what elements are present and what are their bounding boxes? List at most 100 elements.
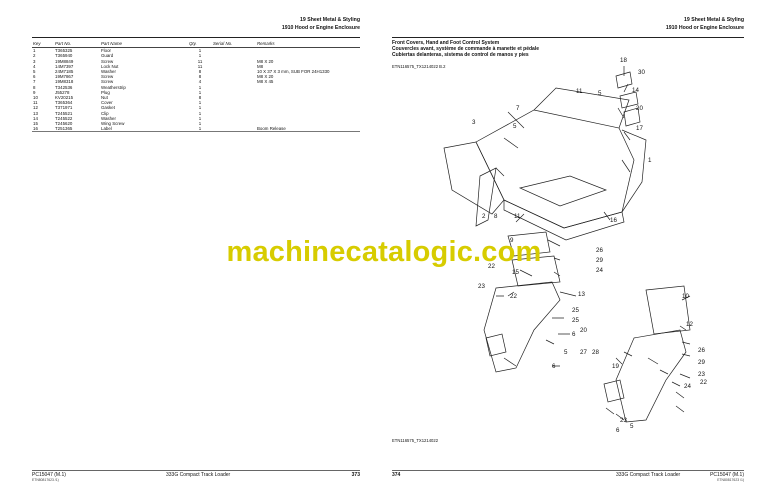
- cell-part-no: 14M7397: [55, 63, 74, 69]
- left-footer-code: PC15047 (M.1) ETN80817623 /1): [32, 472, 66, 482]
- callout-number: 24: [684, 383, 691, 390]
- cell-part-no: T365940: [55, 53, 73, 59]
- cell-key: 2: [33, 53, 36, 59]
- cover-plate-left: [511, 255, 561, 287]
- callout-number: 19: [612, 363, 619, 370]
- cell-part-no: 19M8849: [55, 58, 74, 64]
- cell-part-name: Weatherstrip: [101, 84, 126, 90]
- floor-edge: [503, 199, 625, 241]
- top-bracket: [615, 71, 633, 89]
- cell-part-no: T371971: [55, 105, 73, 111]
- cell-key: 15: [33, 121, 38, 127]
- pedal-pad-left: [485, 333, 507, 357]
- callout-number: 3: [472, 119, 476, 126]
- callout-number: 12: [686, 321, 693, 328]
- doc-code: PC15047 (M.1): [32, 472, 66, 478]
- callout-number: 7: [516, 105, 520, 112]
- cell-key: 16: [32, 126, 54, 133]
- table-row: 9 J55278 Plug 1: [32, 90, 360, 95]
- right-page-number: 374: [392, 472, 401, 478]
- callout-number: 11: [514, 213, 521, 220]
- cell-part-name: Wing Screw: [101, 121, 125, 127]
- callout-number: 17: [636, 125, 643, 132]
- parts-table-header: Key Part No. Part Name Qty. Serial No. R…: [32, 41, 360, 49]
- title-fr: Couvercles avant, système de commande à …: [392, 46, 540, 52]
- callout-number: 9: [510, 237, 514, 244]
- callout-number: 18: [620, 57, 627, 64]
- cell-qty: 1: [198, 115, 202, 121]
- doc-subcode: ETN80817623 /1): [717, 478, 744, 482]
- cell-remarks: M8: [257, 63, 264, 69]
- cell-qty: 8: [198, 74, 202, 80]
- cell-part-name: Screw: [101, 79, 114, 85]
- cell-qty: 1: [198, 53, 202, 59]
- left-page-number: 373: [351, 472, 360, 478]
- control-housing-right: [615, 329, 687, 423]
- side-cover: [621, 129, 647, 213]
- cell-qty: 11: [197, 63, 203, 69]
- callout-number: 15: [512, 269, 519, 276]
- cell-qty: 1: [198, 110, 202, 116]
- col-remarks: Remarks: [256, 41, 360, 49]
- figure-title: Front Covers, Hand and Foot Control Syst…: [392, 40, 539, 58]
- left-page: 19 Sheet Metal & Styling 1910 Hood or En…: [32, 17, 360, 482]
- parts-table: Key Part No. Part Name Qty. Serial No. R…: [32, 41, 360, 133]
- cell-part-name: Plug: [101, 89, 110, 95]
- callout-number: 11: [576, 88, 583, 95]
- left-shroud: [443, 141, 505, 215]
- cell-key: 10: [33, 95, 38, 101]
- callout-number: 16: [610, 217, 617, 224]
- cell-part-name: Floor: [101, 48, 112, 54]
- small-plate: [623, 107, 641, 127]
- cell-part-name: Cover: [101, 100, 113, 106]
- callout-number: 20: [580, 327, 587, 334]
- floor-tread: [518, 175, 608, 207]
- cell-part-no: T245522: [55, 115, 73, 121]
- cell-qty: 1: [198, 89, 202, 95]
- cell-key: 9: [33, 89, 36, 95]
- callout-number: 23: [698, 371, 705, 378]
- callout-number: 6: [552, 363, 556, 370]
- cell-remarks: Boom Release: [256, 126, 360, 133]
- callout-number: 27: [580, 349, 587, 356]
- figure-ref-bottom: ETN116575_TX1214022: [392, 438, 439, 443]
- weatherstrip: [475, 167, 497, 227]
- cell-key: 6: [33, 74, 36, 80]
- footer-rule: [32, 470, 360, 471]
- cell-part-name: Nut: [101, 95, 108, 101]
- doc-subcode: ETN80817623 /1): [32, 478, 59, 482]
- callout-number: 5: [564, 349, 568, 356]
- cell-key: 7: [33, 79, 36, 85]
- title-es: Cubiertas delanteras, sistema de control…: [392, 52, 529, 58]
- watermark-text: machinecatalogic.com: [226, 236, 542, 268]
- callout-number: 26: [596, 247, 603, 254]
- col-part-name: Part Name: [100, 41, 188, 49]
- callout-number: 5: [598, 90, 602, 97]
- cell-part-name: Screw: [101, 74, 114, 80]
- floor-panel: [475, 109, 635, 229]
- callout-number: 22: [510, 293, 517, 300]
- pedal-pad-right: [603, 379, 625, 403]
- callout-number: 29: [596, 257, 603, 264]
- cell-part-no: T365325: [55, 48, 73, 54]
- cell-part-no: T245521: [55, 110, 73, 116]
- left-page-header: 19 Sheet Metal & Styling 1910 Hood or En…: [282, 17, 360, 32]
- cell-qty: 4: [198, 79, 202, 85]
- title-en: Front Covers, Hand and Foot Control Syst…: [392, 40, 500, 46]
- cell-part-no: 24M7185: [55, 69, 74, 75]
- cell-part-name: Screw: [101, 58, 114, 64]
- cell-part-no: J55278: [55, 89, 70, 95]
- col-serial-no: Serial No.: [212, 41, 256, 49]
- callout-number: 28: [592, 349, 599, 356]
- cell-key: 1: [33, 48, 36, 54]
- left-footer-model: 333G Compact Track Loader: [166, 472, 231, 478]
- cell-qty: 1: [198, 100, 202, 106]
- callout-number: 20: [636, 105, 643, 112]
